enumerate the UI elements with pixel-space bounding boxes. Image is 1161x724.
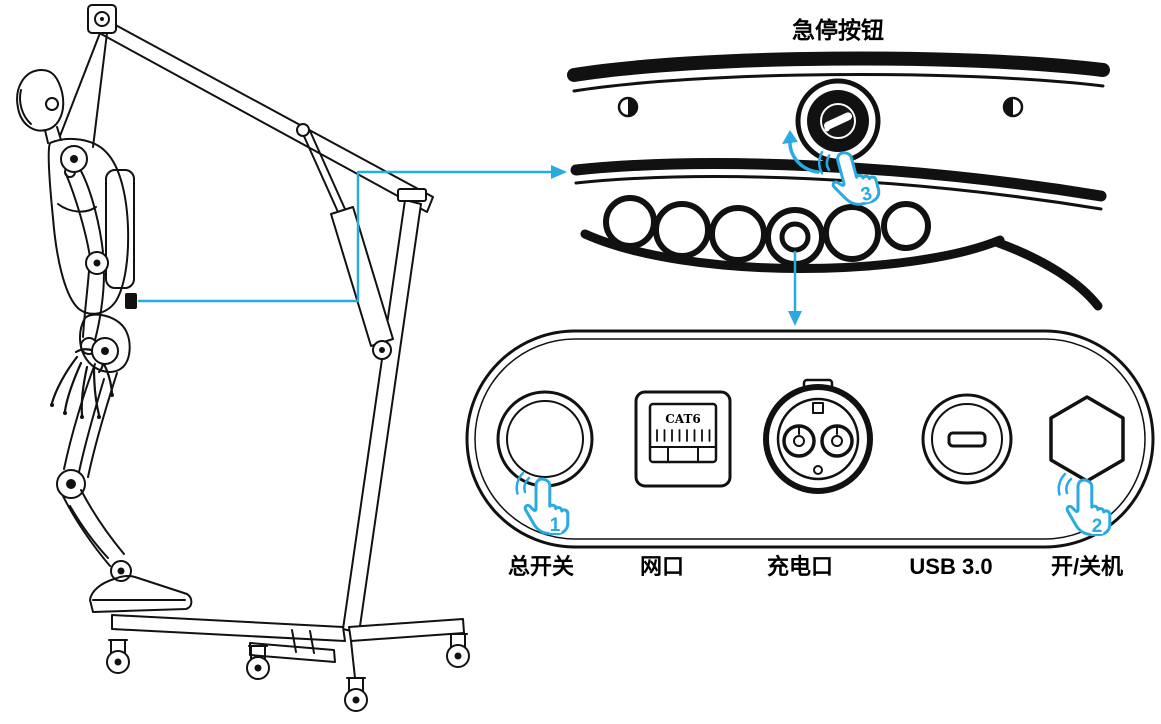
humanoid-robot [16,69,193,613]
screw-right [1002,96,1024,118]
shoulder-coil [603,195,931,267]
robot-backpack [105,169,135,289]
hydraulic-ram [330,206,394,347]
robot-foot [89,574,193,613]
robot-torso [47,137,130,315]
usb-port [921,393,1013,485]
label-usb: USB 3.0 [909,554,992,579]
caster-wheel [446,633,470,668]
lifting-strap [59,32,101,137]
base-leg [111,614,346,642]
arrowhead-down [788,311,802,326]
arrowhead-right [551,165,567,179]
label-charging: 充电口 [767,554,833,579]
port-panel-view: CAT6 [465,329,1155,549]
tap-pointer-2: 2 [1057,472,1112,539]
arrowhead-up [782,130,798,144]
screw-left [617,96,639,118]
ethernet-port: CAT6 [634,390,732,488]
step-2-number: 2 [1092,516,1103,537]
estop-rotate-arrow [782,130,820,174]
panel-callout-arrow [788,250,802,326]
lifting-strap [92,32,108,148]
estop-title: 急停按钮 [792,17,884,43]
main-switch-port [496,390,594,488]
label-power: 开/关机 [1051,554,1123,579]
caster-wheel [344,677,368,712]
caster-wheel [246,645,270,680]
robot-and-hoist-illustration [16,4,470,712]
label-ethernet: 网口 [640,554,684,579]
robot-pelvis [79,313,131,373]
tap-pointer-3: 3 [814,139,883,214]
hoist-boom [91,14,434,213]
hoist-crane [59,4,470,712]
charging-port [763,378,873,494]
base-leg [348,618,465,642]
estop-callout-line [137,165,567,303]
emergency-stop-button [795,78,881,164]
tap-pointer-1: 1 [515,471,570,538]
estop-detail-view [567,51,1110,311]
caster-wheel [106,639,130,674]
label-main-switch: 总开关 [508,554,574,579]
robot-back-port-cover [125,293,137,309]
ethernet-jack-label: CAT6 [665,412,700,426]
step-1-number: 1 [550,515,561,536]
